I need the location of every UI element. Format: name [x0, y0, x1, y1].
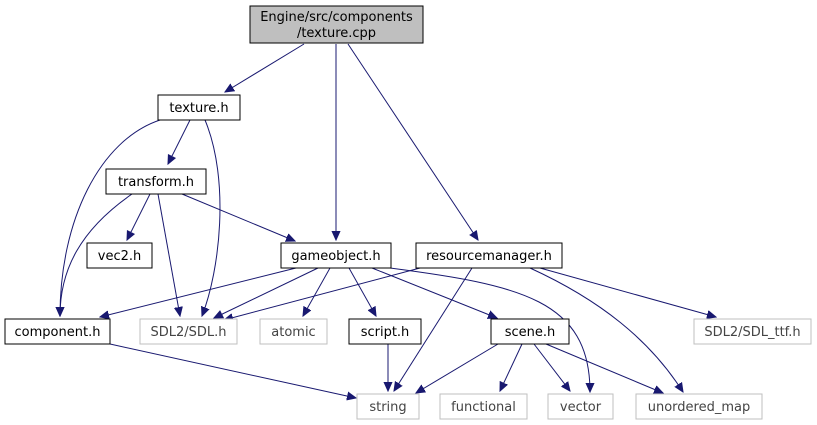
node-sdl-ttf-h-label: SDL2/SDL_ttf.h — [704, 325, 800, 340]
root-node-path: Engine/src/components — [260, 10, 413, 25]
edge-resourcemanager-h-to-unordered-map — [529, 267, 683, 392]
edge-resourcemanager-h-to-sdl-ttf-h — [539, 267, 716, 317]
node-functional[interactable]: functional — [439, 393, 528, 420]
node-vec2-h-label: vec2.h — [98, 249, 141, 264]
edge-component-h-to-string — [109, 343, 356, 398]
edge-scene-h-to-string — [416, 343, 499, 393]
node-component-h[interactable]: component.h — [4, 318, 111, 345]
edge-scene-h-to-vector — [533, 343, 570, 391]
edges — [60, 43, 716, 398]
node-vec2-h[interactable]: vec2.h — [86, 242, 153, 269]
node-string-label: string — [369, 400, 406, 415]
node-atomic[interactable]: atomic — [259, 318, 328, 345]
edge-texture-h-to-sdl-h — [202, 119, 221, 316]
edge-gameobject-h-to-sdl-h — [214, 267, 319, 318]
node-vector[interactable]: vector — [547, 393, 614, 420]
edge-scene-h-to-functional — [500, 343, 523, 391]
edge-transform-h-to-component-h — [60, 193, 133, 316]
edge-gameobject-h-to-atomic — [303, 267, 331, 316]
node-sdl-ttf-h[interactable]: SDL2/SDL_ttf.h — [693, 318, 812, 345]
node-component-h-label: component.h — [15, 325, 101, 340]
node-script-h[interactable]: script.h — [348, 318, 422, 345]
edge-gameobject-h-to-component-h — [100, 267, 297, 317]
edge-gameobject-h-to-scene-h — [371, 267, 497, 318]
node-sdl-h[interactable]: SDL2/SDL.h — [139, 318, 238, 345]
edge-texture-cpp-to-resourcemanager-h — [347, 43, 478, 240]
node-unordered-map[interactable]: unordered_map — [635, 393, 763, 420]
node-gameobject-h[interactable]: gameobject.h — [280, 242, 392, 269]
node-gameobject-h-label: gameobject.h — [291, 249, 380, 264]
node-vector-label: vector — [560, 400, 602, 415]
edge-texture-cpp-to-texture-h — [225, 43, 305, 92]
node-atomic-label: atomic — [271, 325, 315, 340]
root-node-file: /texture.cpp — [297, 26, 376, 41]
edge-gameobject-h-to-script-h — [348, 267, 376, 316]
edge-transform-h-to-gameobject-h — [181, 193, 295, 241]
node-texture-h-label: texture.h — [169, 101, 228, 116]
node-scene-h-label: scene.h — [505, 325, 556, 340]
node-transform-h[interactable]: transform.h — [105, 168, 207, 195]
node-string[interactable]: string — [356, 393, 420, 420]
edge-resourcemanager-h-to-string — [394, 267, 473, 391]
root-node[interactable]: Engine/src/components /texture.cpp — [249, 5, 424, 44]
edge-transform-h-to-vec2-h — [127, 193, 151, 240]
node-texture-h[interactable]: texture.h — [157, 94, 241, 121]
node-script-h-label: script.h — [361, 325, 410, 340]
node-resourcemanager-h-label: resourcemanager.h — [426, 249, 552, 264]
edge-texture-h-to-component-h — [60, 119, 161, 316]
node-resourcemanager-h[interactable]: resourcemanager.h — [415, 242, 563, 269]
node-scene-h[interactable]: scene.h — [490, 318, 570, 345]
edge-scene-h-to-unordered-map — [545, 343, 663, 393]
node-functional-label: functional — [451, 400, 516, 415]
node-unordered-map-label: unordered_map — [648, 400, 751, 415]
node-transform-h-label: transform.h — [118, 175, 194, 190]
node-sdl-h-label: SDL2/SDL.h — [150, 325, 226, 340]
edge-gameobject-h-to-vector — [389, 267, 590, 392]
edge-transform-h-to-sdl-h — [157, 193, 180, 316]
edge-resourcemanager-h-to-sdl-h — [224, 267, 421, 320]
edge-texture-h-to-transform-h — [168, 119, 191, 164]
